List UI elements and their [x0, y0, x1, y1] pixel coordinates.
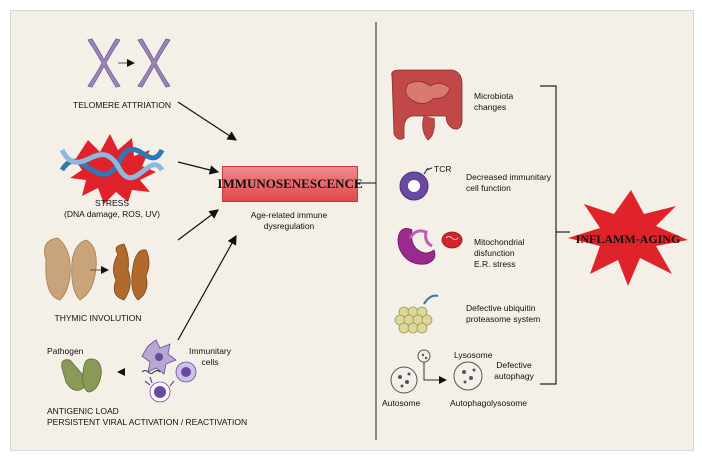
label-mito-1: Mitochondrial — [474, 237, 525, 247]
thymus-old-icon — [44, 237, 97, 301]
arrow-thymic — [177, 209, 219, 241]
label-thymic: THYMIC INVOLUTION — [54, 313, 142, 323]
label-autophagy-1: Defective — [496, 360, 532, 370]
chromosome-icon — [87, 38, 171, 88]
label-immune-1: Decreased immunitary — [466, 172, 552, 182]
label-stress-title: STRESS — [94, 198, 130, 208]
intestine-icon — [391, 69, 463, 141]
autophagy-icon — [390, 349, 483, 394]
label-immunitary-2: cells — [201, 357, 219, 367]
arrow-antigenic — [177, 234, 237, 341]
arrow-telomere — [177, 101, 238, 141]
t-cell-icon — [399, 167, 433, 201]
proteasome-icon — [394, 294, 439, 334]
label-inflamm-aging: INFLAMM-AGING — [575, 232, 681, 246]
label-age-related-2: dysregulation — [263, 221, 315, 231]
label-lysosome: Lysosome — [454, 350, 493, 360]
label-autophagolysosome: Autophagolysosome — [450, 398, 528, 408]
label-immunitary-1: Immunitary — [188, 346, 232, 356]
label-autophagy-2: autophagy — [494, 371, 534, 381]
effects-bracket — [540, 85, 557, 385]
immunosenescence-box: IMMUNOSENESCENCE — [217, 166, 363, 202]
label-microbiota-1: Microbiota — [474, 91, 514, 101]
dna-stress-icon — [59, 134, 165, 204]
label-age-related-1: Age-related immune — [250, 210, 328, 220]
squiggle-arrow-icon — [141, 370, 161, 374]
diagram-frame — [10, 10, 694, 451]
immune-cells-icon — [141, 339, 197, 403]
label-autosome: Autosome — [382, 398, 421, 408]
label-ubiq-2: proteasome system — [466, 314, 541, 324]
label-stress-detail: (DNA damage, ROS, UV) — [64, 209, 160, 219]
thymus-involuted-icon — [113, 243, 150, 301]
label-telomere: TELOMERE ATTRIATION — [73, 100, 171, 110]
mitochondria-icon — [397, 228, 463, 265]
arrow-stress — [177, 161, 220, 175]
label-antigenic-2: PERSISTENT VIRAL ACTIVATION / REACTIVATI… — [47, 417, 248, 427]
label-immune-2: cell function — [466, 183, 511, 193]
label-mito-2: disfunction — [474, 248, 515, 258]
label-pathogen: Pathogen — [47, 346, 84, 356]
label-tcr: TCR — [434, 164, 452, 174]
label-ubiq-1: Defective ubiquitin — [466, 303, 536, 313]
inflamm-aging-starburst — [568, 190, 688, 286]
pathogen-icon — [61, 358, 102, 393]
label-antigenic-1: ANTIGENIC LOAD — [47, 406, 119, 416]
label-mito-3: E.R. stress — [474, 259, 516, 269]
label-microbiota-2: changes — [474, 102, 507, 112]
